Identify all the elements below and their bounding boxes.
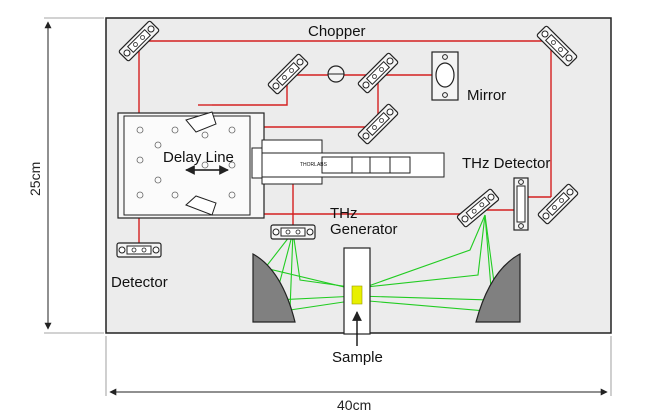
chopper-label: Chopper xyxy=(308,23,366,40)
mirror-mount xyxy=(431,51,459,101)
mirror-label: Mirror xyxy=(467,87,506,104)
width-dimension: 40cm xyxy=(105,336,612,413)
width-dimension-label: 40cm xyxy=(337,397,371,413)
stage-brand-text: THORLABS xyxy=(300,162,328,168)
parabolic-mirror-right xyxy=(475,252,521,323)
detector-mount xyxy=(116,242,162,258)
sample-label: Sample xyxy=(332,349,383,366)
thz-generator-label-line1: THz xyxy=(330,205,358,222)
thz-generator-mount xyxy=(270,224,316,240)
thz-generator-label-line2: Generator xyxy=(330,221,398,238)
height-dimension: 25cm xyxy=(27,17,104,334)
thz-detector-mount xyxy=(513,177,529,231)
delay-line-stage: THORLABS xyxy=(117,111,445,219)
height-dimension-label: 25cm xyxy=(27,162,43,196)
parabolic-mirror-left xyxy=(252,252,296,323)
detector-label: Detector xyxy=(111,274,168,291)
chopper-wheel xyxy=(327,65,345,83)
thz-detector-label: THz Detector xyxy=(462,155,550,172)
sample xyxy=(351,285,363,305)
delay-line-label: Delay Line xyxy=(163,149,234,166)
